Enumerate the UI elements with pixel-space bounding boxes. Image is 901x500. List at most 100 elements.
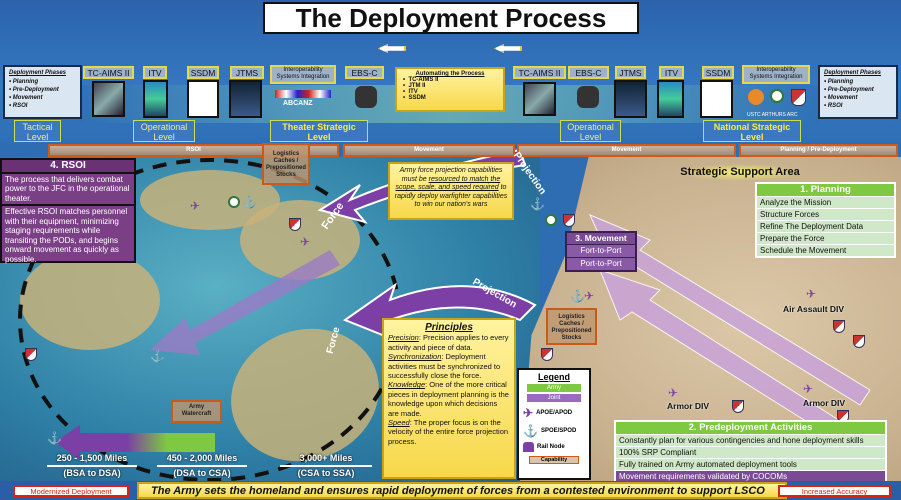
airplane-icon: ✈ xyxy=(668,386,679,400)
automating-item: • SSDM xyxy=(403,95,426,101)
phase-item: • Pre-Deployment xyxy=(9,87,59,93)
phase-item: • Pre-Deployment xyxy=(824,87,874,93)
phase-item: • RSOI xyxy=(824,103,843,109)
tc-aims-image xyxy=(92,81,125,117)
jtms-image xyxy=(614,80,647,118)
amc-shield-icon xyxy=(541,348,553,361)
predeployment-heading: 2. Predeployment Activities xyxy=(616,422,885,434)
planning-box: 1. Planning Analyze the Mission Structur… xyxy=(755,182,896,258)
system-itv: ITV xyxy=(659,66,684,79)
amc-shield-icon xyxy=(833,320,845,333)
strategic-support-area-label: Strategic Support Area xyxy=(676,164,804,181)
legend: Legend Army Joint ✈APOE/APOD ⚓SPOE/SPOD … xyxy=(517,368,591,480)
increased-accuracy-label: Increased Accuracy xyxy=(778,485,891,497)
anchor-icon: ⚓ xyxy=(242,195,257,209)
sddc-badge-icon xyxy=(545,214,557,226)
mission-banner: The Army sets the homeland and ensures r… xyxy=(137,482,787,499)
system-interoperability: Interoperability Systems Integration xyxy=(270,65,336,84)
itv-image xyxy=(143,80,168,118)
anchor-icon: ⚓ xyxy=(150,349,165,363)
planning-heading: 1. Planning xyxy=(757,184,894,196)
anchor-icon: ⚓ xyxy=(523,424,538,438)
airplane-icon: ✈ xyxy=(190,199,201,213)
airplane-icon: ✈ xyxy=(584,289,595,303)
phase-bar-movement: Movement xyxy=(517,144,736,157)
logistics-caches-box: Logistics Caches / Prepositioned Stocks xyxy=(546,308,597,345)
ssdm-image xyxy=(187,80,219,118)
system-itv: ITV xyxy=(143,66,167,79)
sddc-badge-icon xyxy=(228,196,240,208)
amc-shield-icon xyxy=(853,335,865,348)
legend-joint: Joint xyxy=(527,394,581,402)
legend-rail: Rail Node xyxy=(523,442,585,452)
sddc-seal-icon xyxy=(770,89,784,103)
phase-item: • Planning xyxy=(9,79,39,85)
phase-bar-movement: Movement xyxy=(343,144,515,157)
armor-div-label: Armor DIV xyxy=(803,398,846,408)
armor-div-label: Armor DIV xyxy=(667,401,710,411)
phase-item: • Movement xyxy=(824,95,858,101)
agency-labels: USTC ARTHURS ARC xyxy=(747,112,798,118)
deployment-phases-right: Deployment Phases • Planning • Pre-Deplo… xyxy=(818,65,898,119)
movement-item: Fort-to-Port xyxy=(567,244,635,257)
automating-item: • JTM II xyxy=(403,83,426,89)
logistics-caches-box: Logistics Caches / Prepositioned Stocks xyxy=(262,143,310,185)
modernized-deployment-label: Modernized Deployment xyxy=(13,485,129,497)
planning-item: Prepare the Force xyxy=(757,232,894,244)
predeployment-item: Fully trained on Army automated deployme… xyxy=(616,458,885,470)
distance-csa-ssa: 3,000+ Miles(CSA to SSA) xyxy=(280,453,372,479)
airplane-icon: ✈ xyxy=(806,287,817,301)
planning-item: Schedule the Movement xyxy=(757,244,894,256)
force-projection-arrow-bottom xyxy=(342,282,537,342)
jtms-image xyxy=(229,80,262,118)
planning-item: Structure Forces xyxy=(757,208,894,220)
distance-dsa-csa: 450 - 2,000 Miles(DSA to CSA) xyxy=(157,453,247,479)
system-interoperability: Interoperability Systems Integration xyxy=(742,65,810,84)
principle-item: Speed: The proper focus is on the veloci… xyxy=(388,418,509,446)
movement-box: 3. Movement Fort-to-Port Port-to-Port xyxy=(565,231,637,272)
amc-shield-icon xyxy=(563,214,575,227)
system-jtms: JTMS xyxy=(615,66,646,79)
legend-army: Army xyxy=(527,384,581,392)
army-watercraft-box: Army Watercraft xyxy=(171,400,222,423)
predeployment-item: Constantly plan for various contingencie… xyxy=(616,434,885,446)
amc-shield-icon xyxy=(289,218,301,231)
system-tc-aims: TC-AIMS II xyxy=(83,66,134,79)
ebs-c-emblem-icon xyxy=(577,86,599,108)
principle-item: Synchronization: Deployment activities m… xyxy=(388,352,501,381)
principles-heading: Principles xyxy=(425,322,473,333)
airplane-icon: ✈ xyxy=(523,406,534,420)
rsoi-description: The process that delivers combat power t… xyxy=(5,174,130,203)
system-ssdm: SSDM xyxy=(702,66,734,79)
force-projection-box: Army force projection capabilities must … xyxy=(388,162,514,220)
automating-heading: Automating the Process xyxy=(415,71,485,77)
automating-box: Automating the Process • TC-AIMS II • JT… xyxy=(395,67,505,112)
rail-node-icon xyxy=(523,442,534,452)
amc-shield-icon xyxy=(791,89,806,106)
airplane-icon: ✈ xyxy=(300,235,311,249)
ssdm-image xyxy=(700,80,733,118)
level-operational: Operational Level xyxy=(560,120,621,142)
principles-box: Principles Precision: Precision applies … xyxy=(382,318,516,479)
system-ebs-c: EBS-C xyxy=(568,66,609,79)
movement-item: Port-to-Port xyxy=(567,257,635,270)
tc-aims-image xyxy=(523,82,556,116)
airplane-icon: ✈ xyxy=(803,382,814,396)
flags-icon xyxy=(275,90,331,98)
level-national-strategic: National Strategic Level xyxy=(703,120,801,142)
system-ssdm: SSDM xyxy=(187,66,219,79)
amc-shield-icon xyxy=(732,400,744,413)
distance-bsa-dsa: 250 - 1,500 Miles(BSA to DSA) xyxy=(47,453,137,479)
island xyxy=(20,250,160,350)
itv-image xyxy=(657,80,684,118)
movement-arrow xyxy=(150,250,340,355)
rsoi-heading: 4. RSOI xyxy=(2,160,134,174)
phases-heading: Deployment Phases xyxy=(9,70,67,76)
legend-apoe: ✈APOE/APOD xyxy=(523,406,573,420)
movement-heading: 3. Movement xyxy=(567,233,635,244)
predeployment-item: Movement requirements validated by COCOM… xyxy=(616,470,885,482)
level-theater-strategic: Theater Strategic Level xyxy=(270,120,368,142)
ustc-seal-icon xyxy=(748,89,764,105)
phases-heading: Deployment Phases xyxy=(824,70,882,76)
anchor-icon: ⚓ xyxy=(47,431,62,445)
